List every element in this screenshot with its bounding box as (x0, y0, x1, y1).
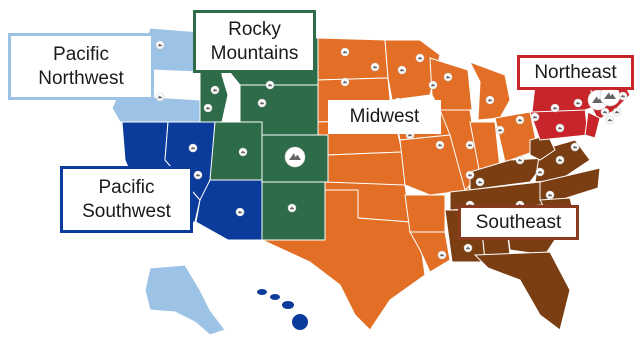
state-arkansas (404, 194, 446, 233)
mountain-pin-icon[interactable] (550, 103, 560, 113)
mountain-pin-icon[interactable] (210, 85, 220, 95)
mountain-pin-icon[interactable] (155, 40, 165, 50)
mountain-pin-icon[interactable] (570, 142, 580, 152)
state-alaska (144, 264, 226, 336)
state-kansas (327, 151, 406, 186)
mountain-pin-icon[interactable] (545, 190, 555, 200)
mountain-pin-icon[interactable] (485, 95, 495, 105)
mountain-pin-icon[interactable] (235, 207, 245, 217)
mountain-pin-icon[interactable] (555, 123, 565, 133)
mountain-pin-icon[interactable] (465, 140, 475, 150)
label-midwest[interactable]: Midwest (328, 100, 441, 134)
state-new-jersey (584, 111, 601, 139)
label-pacific-southwest[interactable]: Pacific Southwest (60, 166, 193, 233)
mountain-pin-icon[interactable] (370, 62, 380, 72)
state-louisiana (409, 231, 451, 273)
state-hawaii (257, 289, 308, 330)
mountain-pin-icon[interactable] (618, 91, 628, 101)
hawaii-island-3 (282, 301, 294, 309)
mountain-pin-icon[interactable] (515, 155, 525, 165)
label-northeast[interactable]: Northeast (517, 55, 634, 90)
mountain-pin-icon[interactable] (495, 125, 505, 135)
state-minnesota (384, 39, 441, 101)
mountain-pin-icon[interactable] (515, 115, 525, 125)
mountain-pin-icon[interactable] (415, 53, 425, 63)
label-pacific-northwest[interactable]: Pacific Northwest (8, 33, 154, 100)
mountain-pin-icon[interactable] (193, 170, 203, 180)
mountain-pin-icon[interactable] (287, 203, 297, 213)
mountain-pin-icon[interactable] (284, 146, 306, 168)
state-utah (209, 121, 263, 181)
state-michigan (468, 61, 511, 121)
hawaii-island-2 (270, 294, 280, 300)
mountain-pin-icon[interactable] (188, 143, 198, 153)
mountain-pin-icon[interactable] (463, 243, 473, 253)
mountain-pin-icon[interactable] (340, 77, 350, 87)
hawaii-island-4 (292, 314, 308, 330)
state-north-carolina (539, 167, 601, 201)
state-north-dakota (317, 37, 389, 81)
state-florida (473, 251, 571, 331)
mountain-pin-icon[interactable] (475, 177, 485, 187)
mountain-pin-icon[interactable] (465, 170, 475, 180)
mountain-pin-icon[interactable] (437, 250, 447, 260)
state-texas (261, 189, 426, 331)
mountain-pin-icon[interactable] (155, 92, 165, 102)
mountain-pin-icon[interactable] (428, 80, 438, 90)
mountain-pin-icon[interactable] (573, 98, 583, 108)
state-arizona (195, 179, 263, 241)
mountain-pin-icon[interactable] (257, 98, 267, 108)
mountain-pin-icon[interactable] (238, 147, 248, 157)
mountain-pin-icon[interactable] (599, 85, 621, 107)
mountain-pin-icon[interactable] (612, 107, 622, 117)
hawaii-island-1 (257, 289, 267, 295)
mountain-pin-icon[interactable] (530, 112, 540, 122)
mountain-pin-icon[interactable] (605, 115, 615, 125)
label-southeast[interactable]: Southeast (458, 205, 579, 240)
mountain-pin-icon[interactable] (600, 107, 610, 117)
mountain-pin-icon[interactable] (435, 140, 445, 150)
label-rocky-mountains[interactable]: Rocky Mountains (193, 10, 316, 73)
mountain-pin-icon[interactable] (397, 65, 407, 75)
mountain-pin-icon[interactable] (555, 155, 565, 165)
mountain-pin-icon[interactable] (535, 167, 545, 177)
mountain-pin-icon[interactable] (265, 80, 275, 90)
region-pacific-northwest[interactable] (111, 27, 201, 123)
mountain-pin-icon[interactable] (443, 72, 453, 82)
mountain-pin-icon[interactable] (203, 103, 213, 113)
mountain-pin-icon[interactable] (340, 47, 350, 57)
